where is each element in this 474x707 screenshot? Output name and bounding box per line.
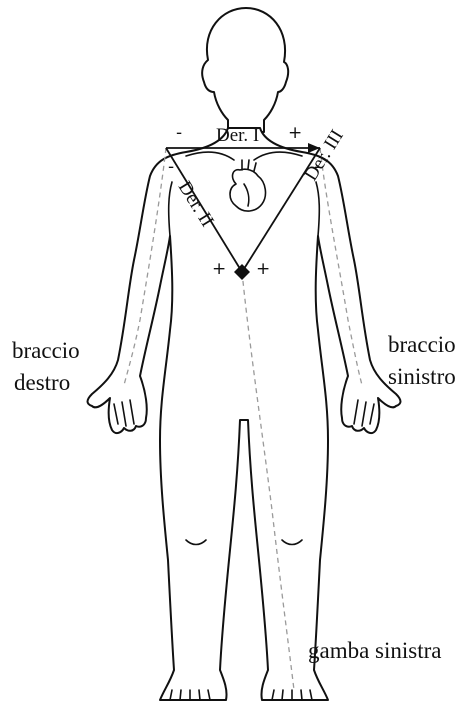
head [202, 8, 288, 132]
lead-1-label: Der. I [216, 125, 259, 146]
left-arm-label-line1: braccio [388, 332, 456, 357]
lead-3-positive-sign: + [256, 259, 270, 279]
lead-2-negative-sign: - [168, 157, 174, 177]
right-arm-label-line2: destro [14, 370, 70, 395]
lead-2-positive-sign: + [212, 259, 226, 279]
body-outline [88, 128, 401, 700]
lead-1-negative-sign: - [176, 123, 182, 143]
lead-3-negative-sign: - [314, 157, 320, 177]
right-arm-label-line1: braccio [12, 338, 80, 363]
lead-1-positive-sign: + [288, 123, 302, 143]
body-silhouette [88, 8, 401, 700]
left-arm-label-line2: sinistro [388, 364, 456, 389]
left-leg-label: gamba sinistra [308, 638, 442, 663]
